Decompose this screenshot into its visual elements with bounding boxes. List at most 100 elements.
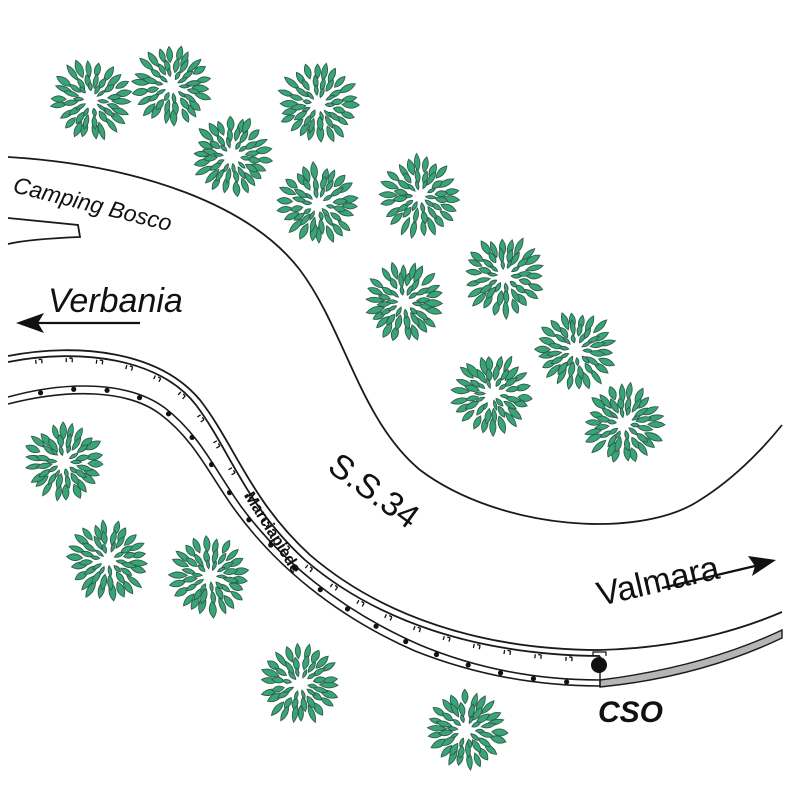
sidewalk-dot [71,386,77,392]
tree-leaf [488,279,498,286]
tree-leaf [115,559,128,564]
tree-leaf [25,444,41,454]
tree-leaf [636,424,654,432]
tree-leaf [457,745,465,759]
tree-leaf [521,248,536,261]
tree-leaf [310,161,318,181]
tree-leaf [98,110,108,123]
tree-leaf [119,545,133,554]
tree-leaf [99,566,105,575]
tree-leaf [115,571,125,585]
tree-leaf [56,76,72,87]
tree-leaf [475,396,486,402]
tree-leaf [225,548,239,562]
tree-leaf [625,381,633,401]
tree-leaf [178,84,191,89]
tree-leaf [386,171,400,182]
tree-leaf [390,212,404,225]
sidewalk-dot [136,395,143,401]
curb-tick [384,614,393,621]
tree-leaf [460,714,465,724]
tree-leaf [560,326,569,339]
tree-leaf [380,180,400,190]
tree-leaf [110,541,116,553]
tree-leaf [479,283,493,294]
sidewalk-dot [465,662,471,668]
tree-leaf [323,109,332,118]
tree-leaf [489,735,507,744]
tree-leaf [174,70,181,81]
tree-leaf [172,99,179,116]
tree-leaf [68,545,86,553]
tree-leaf [435,720,453,728]
tree-leaf [235,141,241,150]
tree-leaf [324,102,335,108]
tree-leaf [435,165,448,179]
tree-leaf [73,121,83,138]
tree-leaf [506,249,514,263]
tree-leaf [625,406,631,417]
tree-leaf [176,45,184,62]
tree-leaf [225,167,232,184]
tree-leaf [333,75,346,88]
tree-leaf [210,590,217,605]
tree-leaf [480,722,497,729]
tree-leaf [330,98,344,106]
sidewalk-dot [165,411,172,417]
tree-leaf [271,685,285,693]
tree-leaf [619,406,625,419]
tree-leaf [69,466,77,474]
tree-leaf [365,305,386,315]
sidewalk-dot [564,679,570,685]
sidewalk-dot [208,461,215,468]
tree-leaf [533,345,552,354]
tree-leaf [518,278,532,285]
tree-leaf [177,91,186,98]
sidewalk-dot [37,390,44,396]
tree-leaf [293,212,306,221]
curb-tick [196,414,205,423]
curb-tick [472,643,481,650]
tree-leaf [159,75,168,83]
sidewalk-dot [189,434,195,441]
tree-leaf [408,292,418,299]
tree-leaf [496,290,504,307]
tree-leaf [301,689,306,700]
tree-leaf [643,432,663,442]
tree-leaf [589,341,606,349]
curb-tick [95,359,104,365]
tree-icon [24,421,104,502]
tree-leaf [321,208,330,217]
tree-leaf [450,732,459,738]
tree-leaf [385,299,399,304]
tree-leaf [96,89,107,97]
tree-leaf [319,86,325,99]
trees-layer [24,45,666,772]
tree-leaf [623,437,631,452]
tree-leaf [418,303,432,310]
curb-tick [442,635,451,642]
tree-leaf [426,188,436,194]
sidewalk-dot [226,490,233,496]
tree-leaf [131,87,150,96]
tree-leaf [302,668,308,679]
tree-leaf [232,180,241,198]
tree-leaf [233,169,240,183]
tree-leaf [316,116,324,132]
tree-leaf [647,421,666,428]
tree-leaf [382,322,393,338]
tree-leaf [185,583,198,592]
tree-leaf [320,697,334,707]
tree-leaf [215,168,225,182]
tree-leaf [597,357,616,367]
tree-leaf [304,193,313,200]
tree-leaf [318,211,324,221]
tree-leaf [100,530,108,546]
tree-leaf [193,587,203,601]
curb-tick [534,653,542,659]
tree-leaf [93,62,101,78]
tree-leaf [211,548,219,565]
tree-leaf [212,152,224,157]
tree-leaf [211,560,217,572]
tree-leaf [332,205,347,213]
